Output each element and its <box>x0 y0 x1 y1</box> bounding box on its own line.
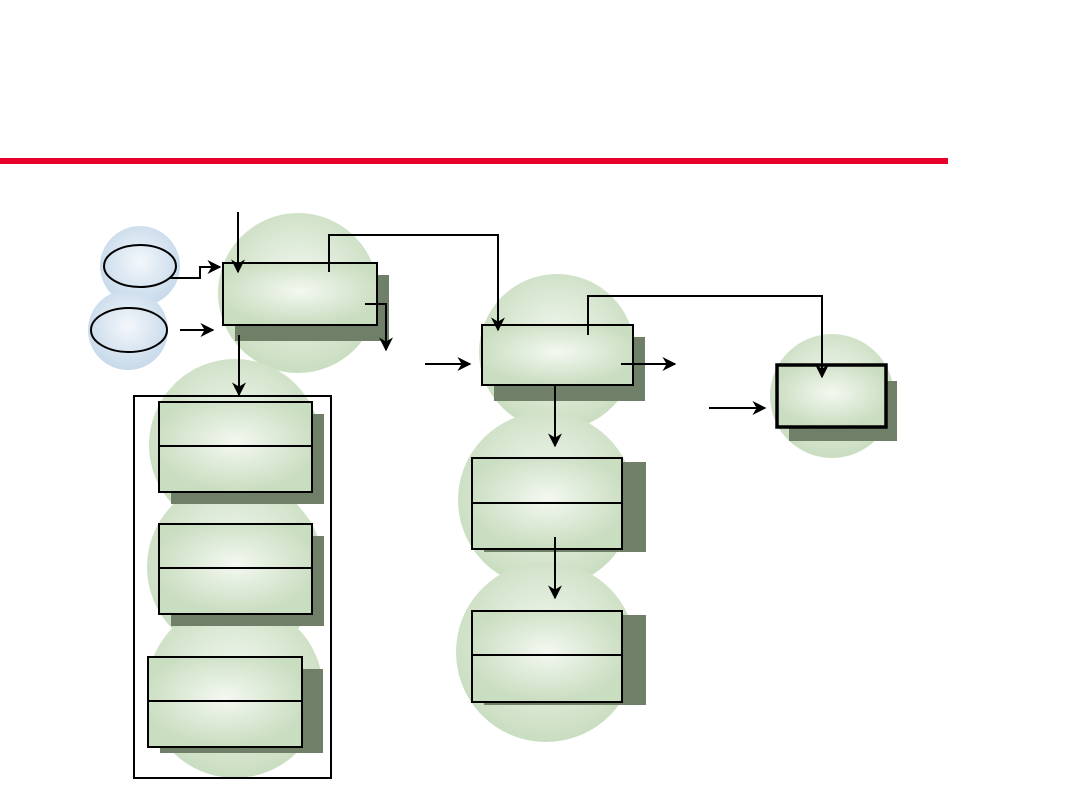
box-top-left <box>222 262 389 341</box>
record-box <box>158 401 324 504</box>
arrow <box>170 260 222 279</box>
arrow <box>587 295 829 379</box>
record-box <box>471 610 646 705</box>
blue-bubble <box>88 290 168 370</box>
arrow <box>365 303 393 352</box>
title-rule <box>0 158 948 164</box>
input-node-2 <box>90 307 168 353</box>
input-node-1 <box>103 244 177 288</box>
connector-arrows <box>170 212 829 600</box>
box-right <box>775 363 897 441</box>
box-middle <box>481 324 645 401</box>
record-box <box>147 656 323 753</box>
record-box <box>158 523 324 626</box>
arrow <box>328 234 505 332</box>
record-box <box>471 457 646 552</box>
blue-bubble <box>100 226 180 306</box>
